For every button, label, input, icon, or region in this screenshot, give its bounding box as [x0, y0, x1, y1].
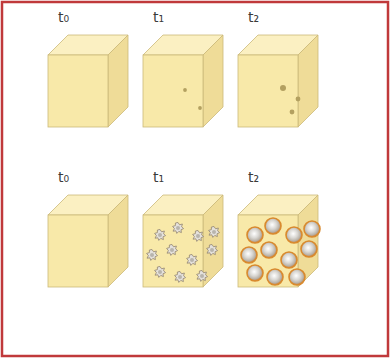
grown-grains — [241, 218, 320, 285]
nucleus-star — [155, 267, 166, 278]
cube-row-bottom — [48, 195, 318, 287]
nucleus-star — [193, 231, 204, 242]
nucleus-dot — [280, 85, 286, 91]
cube — [238, 35, 318, 127]
time-label: t₁ — [153, 10, 164, 25]
grain — [247, 265, 263, 281]
grain — [304, 221, 320, 237]
grain — [301, 241, 317, 257]
nucleus-star — [197, 271, 208, 282]
nucleus-dot — [183, 88, 187, 92]
nucleus-star — [167, 245, 178, 256]
nucleus-dot — [296, 97, 301, 102]
cube — [143, 35, 223, 127]
frame-border — [2, 2, 388, 356]
grain — [281, 252, 297, 268]
time-label: t₂ — [248, 10, 259, 25]
grain — [267, 269, 283, 285]
nucleus-star — [173, 223, 184, 234]
time-label: t₀ — [58, 10, 69, 25]
dense-nuclei — [147, 223, 220, 283]
sparse-nuclei — [183, 85, 300, 114]
grain — [289, 269, 305, 285]
nucleus-star — [147, 250, 158, 261]
cube — [238, 195, 318, 287]
cube — [48, 35, 128, 127]
cube — [48, 195, 128, 287]
nucleus-star — [209, 227, 220, 238]
time-label: t₂ — [248, 170, 259, 185]
time-label: t₀ — [58, 170, 69, 185]
grain — [286, 227, 302, 243]
grain — [265, 218, 281, 234]
grain — [261, 242, 277, 258]
cube-row-top — [48, 35, 318, 127]
nucleus-star — [155, 230, 166, 241]
nucleus-dot — [198, 106, 202, 110]
nucleus-star — [207, 245, 218, 256]
grain — [247, 227, 263, 243]
cube — [143, 195, 223, 287]
time-label: t₁ — [153, 170, 164, 185]
nucleus-star — [187, 255, 198, 266]
grain — [241, 247, 257, 263]
nucleus-star — [175, 272, 186, 283]
nucleus-dot — [290, 110, 295, 115]
